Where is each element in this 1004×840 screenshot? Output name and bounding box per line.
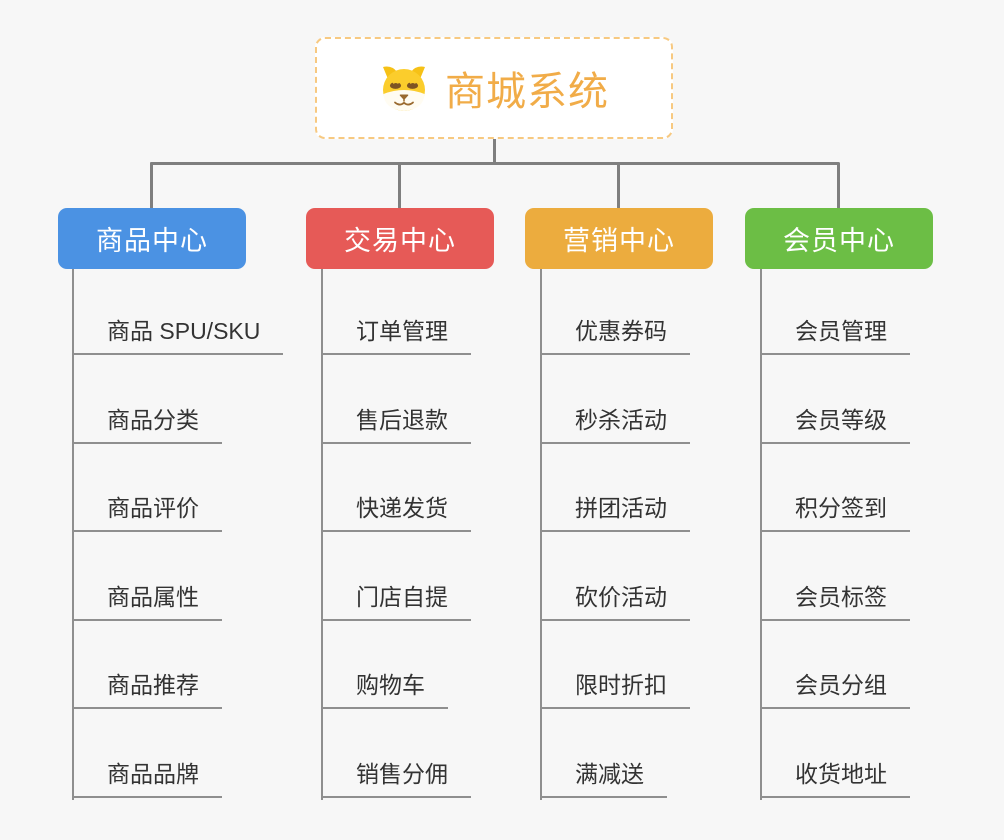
branch-label: 商品中心: [96, 226, 208, 256]
branch-child-line: [321, 269, 323, 800]
branch-children-member: 会员管理 会员等级 积分签到 会员标签 会员分组 收货地址: [760, 269, 1004, 800]
branch-children-trade: 订单管理 售后退款 快递发货 门店自提 购物车 销售分佣: [321, 269, 571, 800]
child-topic[interactable]: 秒杀活动: [540, 400, 690, 444]
child-topic[interactable]: 限时折扣: [540, 665, 690, 709]
child-topic[interactable]: 收货地址: [760, 754, 910, 798]
connector-horizontal: [150, 162, 839, 165]
branch-node-product[interactable]: 商品中心: [58, 208, 246, 269]
child-topic[interactable]: 会员标签: [760, 577, 910, 621]
child-topic[interactable]: 会员分组: [760, 665, 910, 709]
child-topic[interactable]: 销售分佣: [321, 754, 471, 798]
child-topic[interactable]: 拼团活动: [540, 488, 690, 532]
branch-node-member[interactable]: 会员中心: [745, 208, 933, 269]
child-topic[interactable]: 售后退款: [321, 400, 471, 444]
connector-drop-member: [837, 162, 840, 209]
child-topic[interactable]: 商品属性: [72, 577, 222, 621]
child-topic[interactable]: 订单管理: [321, 311, 471, 355]
dog-face-icon: [379, 64, 429, 112]
root-title: 商城系统: [445, 70, 609, 114]
branch-node-marketing[interactable]: 营销中心: [525, 208, 713, 269]
connector-drop-product: [150, 162, 153, 209]
branch-child-line: [72, 269, 74, 800]
branch-children-product: 商品 SPU/SKU 商品分类 商品评价 商品属性 商品推荐 商品品牌: [72, 269, 322, 800]
child-topic[interactable]: 满减送: [540, 754, 667, 798]
child-topic[interactable]: 门店自提: [321, 577, 471, 621]
child-topic[interactable]: 砍价活动: [540, 577, 690, 621]
child-topic[interactable]: 快递发货: [321, 488, 471, 532]
child-topic[interactable]: 商品 SPU/SKU: [72, 311, 284, 355]
branch-child-line: [760, 269, 762, 800]
child-topic[interactable]: 会员等级: [760, 400, 910, 444]
connector-drop-marketing: [617, 162, 620, 209]
child-topic[interactable]: 会员管理: [760, 311, 910, 355]
branch-label: 交易中心: [344, 226, 456, 256]
branch-label: 营销中心: [563, 226, 675, 256]
child-topic[interactable]: 购物车: [321, 665, 448, 709]
child-topic[interactable]: 商品评价: [72, 488, 222, 532]
child-topic[interactable]: 商品分类: [72, 400, 222, 444]
child-topic[interactable]: 商品推荐: [72, 665, 222, 709]
child-topic[interactable]: 商品品牌: [72, 754, 222, 798]
child-topic[interactable]: 积分签到: [760, 488, 910, 532]
connector-root-stem: [493, 139, 496, 164]
connector-drop-trade: [398, 162, 401, 209]
root-node[interactable]: 商城系统: [315, 37, 673, 139]
branch-child-line: [540, 269, 542, 800]
child-topic[interactable]: 优惠券码: [540, 311, 690, 355]
branch-label: 会员中心: [783, 226, 895, 256]
branch-node-trade[interactable]: 交易中心: [306, 208, 494, 269]
branch-children-marketing: 优惠券码 秒杀活动 拼团活动 砍价活动 限时折扣 满减送: [540, 269, 790, 800]
